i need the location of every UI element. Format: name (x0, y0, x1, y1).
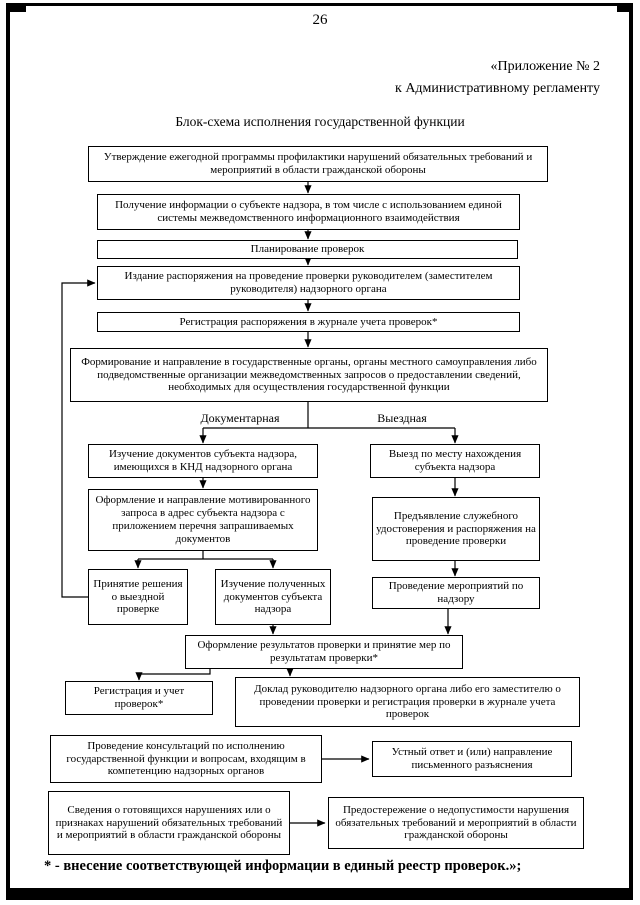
node-form-requests: Формирование и направление в государстве… (70, 348, 548, 402)
node-info-violations: Сведения о готовящихся нарушениях или о … (48, 791, 290, 855)
node-conduct-measures: Проведение мероприятий по надзору (372, 577, 540, 609)
annex-heading: «Приложение № 2 к Административному регл… (395, 56, 600, 100)
node-consultations: Проведение консультаций по исполнению го… (50, 735, 322, 783)
footnote: * - внесение соответствующей информации … (44, 858, 522, 874)
node-onsite-visit: Выезд по месту нахождения субъекта надзо… (370, 444, 540, 478)
scan-corner-mark-right (617, 3, 633, 12)
node-study-received: Изучение полученных документов субъекта … (215, 569, 331, 625)
node-approve-program: Утверждение ежегодной программы профилак… (88, 146, 548, 182)
scan-corner-mark-left (6, 3, 26, 12)
node-register-checks: Регистрация и учет проверок* (65, 681, 213, 715)
annex-line-1: «Приложение № 2 (490, 59, 601, 74)
annex-line-2: к Административному регламенту (395, 81, 600, 96)
node-issue-order: Издание распоряжения на проведение прове… (97, 266, 520, 300)
page-border (6, 3, 633, 900)
scan-bottom-bar (6, 888, 633, 900)
node-oral-answer: Устный ответ и (или) направление письмен… (372, 741, 572, 777)
node-show-id: Предъявление служебного удостоверения и … (372, 497, 540, 561)
node-report: Доклад руководителю надзорного органа ли… (235, 677, 580, 727)
page-number: 26 (312, 12, 328, 28)
node-decide-onsite: Принятие решения о выездной проверке (88, 569, 188, 625)
node-receive-info: Получение информации о субъекте надзора,… (97, 194, 520, 230)
node-study-documents: Изучение документов субъекта надзора, им… (88, 444, 318, 478)
node-register-order: Регистрация распоряжения в журнале учета… (97, 312, 520, 332)
node-warning: Предостережение о недопустимости нарушен… (328, 797, 584, 849)
node-results: Оформление результатов проверки и принят… (185, 635, 463, 669)
flowchart-title: Блок-схема исполнения государственной фу… (175, 114, 465, 129)
node-motivated-request: Оформление и направление мотивированного… (88, 489, 318, 551)
branch-label-onsite: Выездная (352, 411, 452, 426)
connector-lines (61, 182, 459, 827)
node-planning: Планирование проверок (97, 240, 518, 259)
branch-label-documentary: Документарная (185, 411, 295, 426)
